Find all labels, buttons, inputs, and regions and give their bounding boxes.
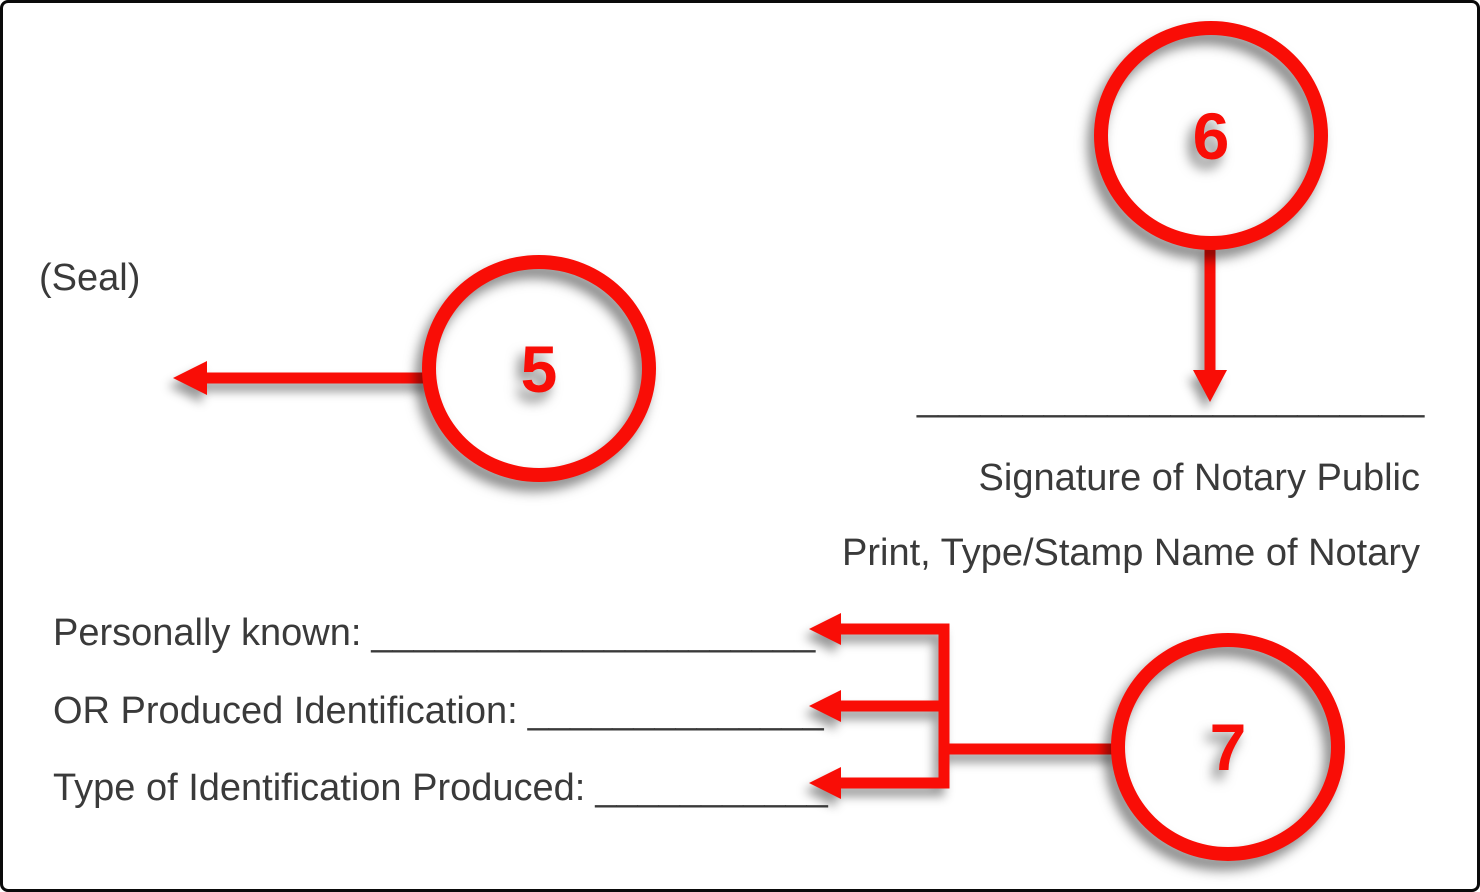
callout-number: 7 — [1209, 710, 1247, 784]
callout-7-arrowhead-left-icon — [809, 690, 841, 722]
type-of-identification-line: Type of Identification Produced:________… — [53, 769, 828, 807]
callout-connectors — [173, 249, 1227, 799]
callout-number: 5 — [520, 331, 558, 406]
callout-5-arrowhead-left-icon — [173, 361, 207, 395]
callout-circle-5: 5 — [422, 255, 656, 482]
callout-7-arrowhead-left-icon — [809, 613, 841, 645]
type-of-identification-blank: ___________ — [595, 767, 828, 809]
notary-signature-blank-line: ________________________ — [917, 377, 1425, 419]
type-of-identification-label: Type of Identification Produced: — [53, 767, 586, 809]
callout-number: 6 — [1192, 98, 1230, 173]
callout-7-arrowhead-left-icon — [809, 767, 841, 799]
callout-5-arrow — [173, 361, 434, 395]
callout-circle-6: 6 — [1094, 21, 1328, 250]
callout-7-bracket — [809, 613, 1119, 799]
callout-6-arrow — [1193, 249, 1227, 402]
produced-identification-blank: ______________ — [527, 690, 824, 732]
personally-known-label: Personally known: — [53, 612, 362, 654]
personally-known-blank: _____________________ — [371, 612, 816, 654]
print-type-stamp-name-caption: Print, Type/Stamp Name of Notary — [842, 532, 1420, 574]
seal-label: (Seal) — [39, 257, 141, 299]
produced-identification-line: OR Produced Identification:_____________… — [53, 692, 824, 730]
callout-circle-7: 7 — [1111, 633, 1345, 861]
personally-known-line: Personally known:_____________________ — [53, 614, 815, 652]
callout-6-arrowhead-down-icon — [1193, 370, 1227, 402]
signature-of-notary-caption: Signature of Notary Public — [978, 457, 1420, 499]
produced-identification-label: OR Produced Identification: — [53, 690, 518, 732]
